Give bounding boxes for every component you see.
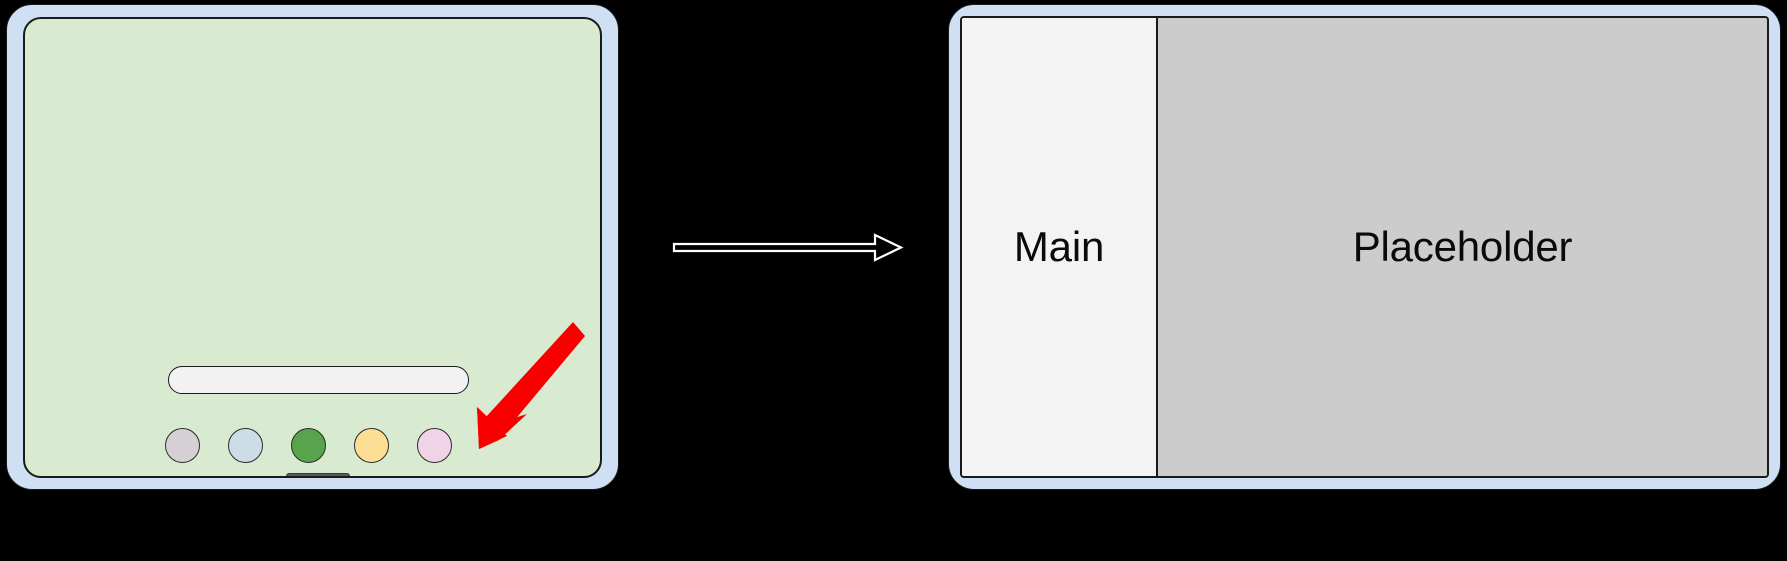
dock-dot-green[interactable] [291, 427, 326, 463]
after-state-tablet: Main Placeholder [948, 4, 1781, 490]
home-indicator [286, 473, 350, 476]
pane-placeholder[interactable]: Placeholder [1158, 18, 1767, 476]
tablet-screen-right: Main Placeholder [960, 16, 1769, 478]
dock-dot-gray[interactable] [165, 427, 200, 463]
pane-main[interactable]: Main [962, 18, 1158, 476]
pane-placeholder-label: Placeholder [1352, 223, 1573, 270]
dock-dot-lightblue[interactable] [228, 427, 263, 463]
pane-main-label: Main [1013, 223, 1105, 270]
dock-row [165, 423, 485, 467]
dock-dot-pink[interactable] [417, 427, 452, 463]
search-input[interactable] [168, 366, 469, 394]
before-state-tablet [6, 4, 619, 490]
tablet-screen-left [23, 17, 602, 478]
dock-dot-yellow[interactable] [354, 427, 389, 463]
flow-arrow-icon [672, 233, 904, 262]
